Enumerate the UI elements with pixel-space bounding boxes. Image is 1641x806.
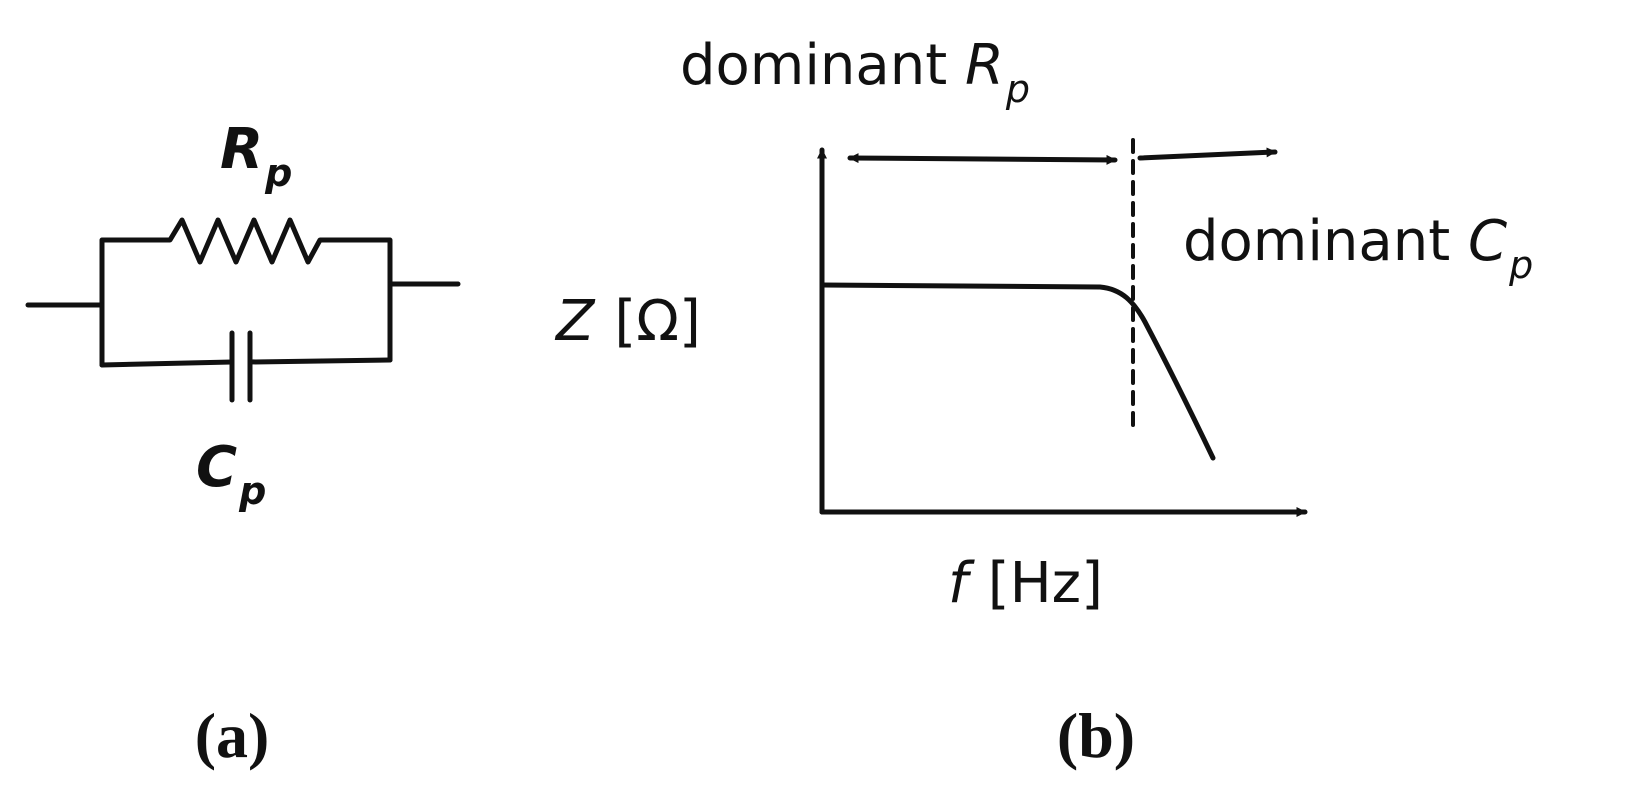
capacitor-label: Cp bbox=[196, 435, 266, 513]
cp-dominant-label: dominant Cp bbox=[1183, 209, 1533, 287]
impedance-plot bbox=[817, 138, 1308, 517]
x-axis-label: f[Hz] bbox=[948, 551, 1103, 616]
impedance-curve bbox=[819, 282, 1216, 461]
circuit-diagram bbox=[25, 217, 461, 403]
resistor-branch bbox=[99, 217, 393, 308]
y-axis-label: Z[Ω] bbox=[554, 289, 701, 354]
capacitor-wire-right bbox=[247, 357, 393, 365]
rp-dominant-label: dominant Rp bbox=[680, 33, 1030, 111]
resistor-label: Rp bbox=[220, 117, 292, 195]
cp-dominant-arrow bbox=[1137, 147, 1278, 161]
caption-a: (a) bbox=[195, 700, 270, 771]
capacitor-wire-left bbox=[99, 359, 235, 368]
caption-b: (b) bbox=[1057, 700, 1135, 771]
rp-dominant-arrow bbox=[847, 153, 1118, 165]
